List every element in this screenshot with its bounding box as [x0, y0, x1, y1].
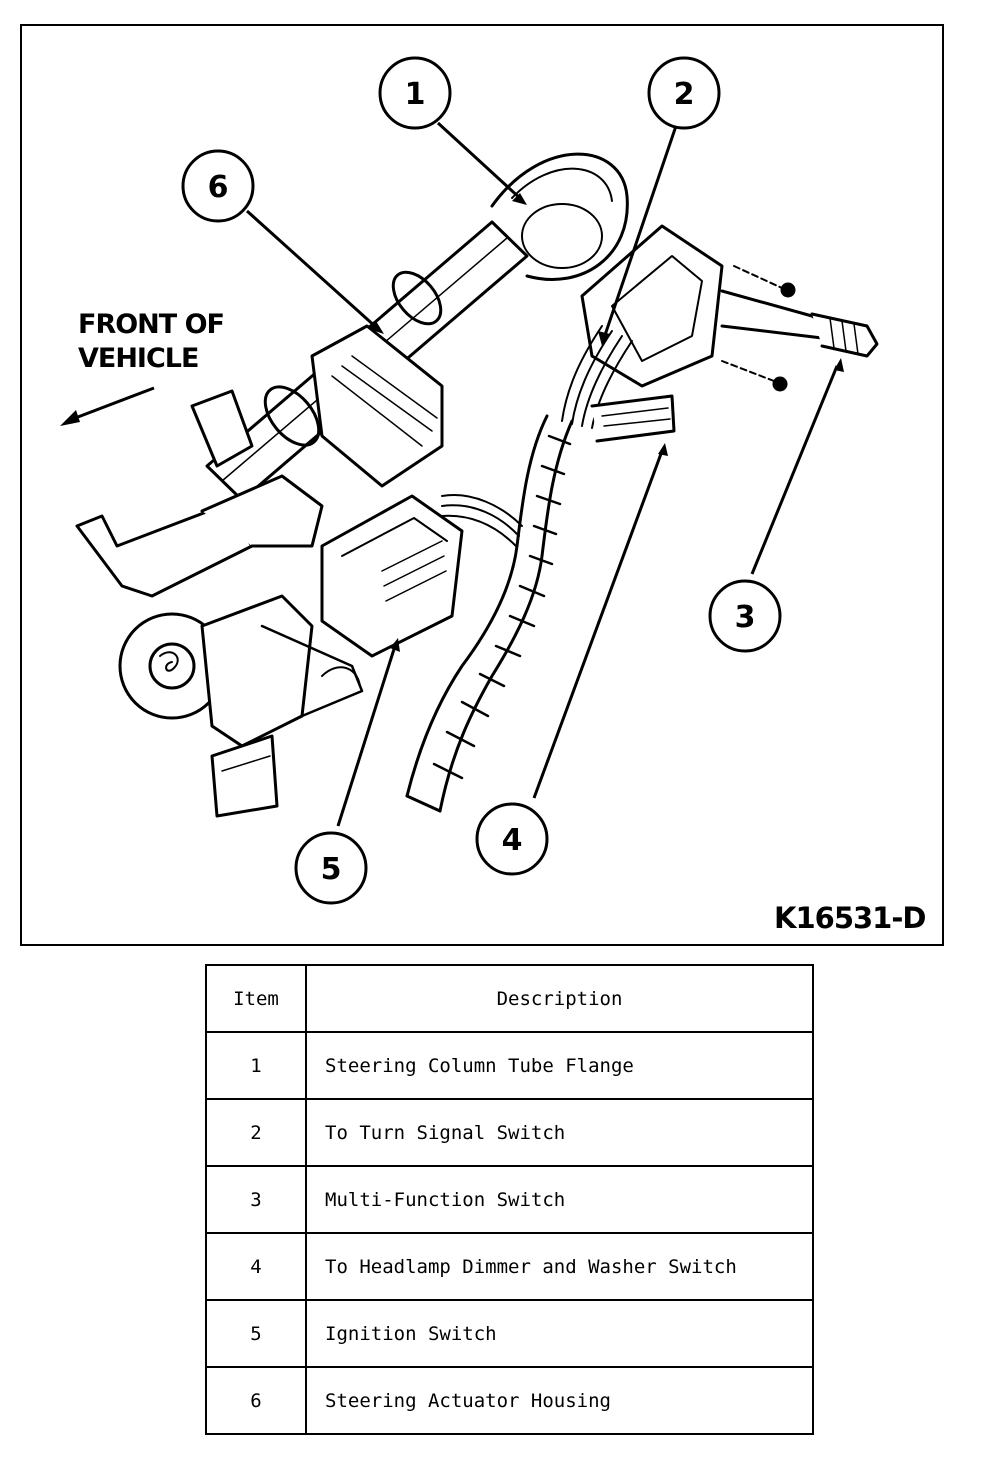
callout-4: 4 [475, 802, 549, 876]
svg-text:5: 5 [321, 852, 342, 887]
callout-1: 1 [378, 56, 452, 130]
legend-item-number: 1 [205, 1031, 307, 1100]
steering-column-figure: FRONT OF VEHICLE [20, 24, 944, 946]
legend-item-number: 2 [205, 1098, 307, 1167]
front-arrow-icon [60, 386, 155, 426]
item-column-header: Item [205, 964, 307, 1033]
legend-item-number: 5 [205, 1299, 307, 1368]
leader-line-5 [336, 645, 397, 827]
figure-id-label: K16531-D [774, 901, 925, 935]
steering-column-illustration: FRONT OF VEHICLE [60, 56, 926, 935]
legend-item-description: Steering Column Tube Flange [305, 1031, 814, 1100]
leader-line-3 [750, 365, 839, 575]
front-of-vehicle-label-line2: VEHICLE [78, 343, 198, 374]
steering-column-artwork [75, 152, 879, 818]
legend-table: Item Description 1 Steering Column Tube … [205, 964, 814, 1435]
legend-item-number: 3 [205, 1165, 307, 1234]
svg-text:3: 3 [735, 600, 756, 635]
description-column-header: Description [305, 964, 814, 1033]
leader-line-4 [532, 450, 664, 799]
legend-item-description: Ignition Switch [305, 1299, 814, 1368]
legend-item-number: 4 [205, 1232, 307, 1301]
legend-item-description: To Headlamp Dimmer and Washer Switch [305, 1232, 814, 1301]
svg-text:1: 1 [405, 77, 426, 112]
legend-row: 3 Multi-Function Switch [205, 1165, 814, 1234]
legend-row: 1 Steering Column Tube Flange [205, 1031, 814, 1100]
leader-line-6 [245, 209, 379, 330]
legend-row: 6 Steering Actuator Housing [205, 1366, 814, 1435]
callout-6: 6 [181, 149, 255, 223]
leader-arrowheads [369, 193, 844, 652]
legend-row: 2 To Turn Signal Switch [205, 1098, 814, 1167]
legend-header-row: Item Description [205, 964, 814, 1033]
callout-3: 3 [708, 579, 782, 653]
legend-item-description: Multi-Function Switch [305, 1165, 814, 1234]
callout-5: 5 [294, 831, 368, 905]
front-of-vehicle-label-line1: FRONT OF [78, 309, 224, 340]
legend-row: 5 Ignition Switch [205, 1299, 814, 1368]
leader-line-1 [436, 121, 524, 202]
legend-item-description: Steering Actuator Housing [305, 1366, 814, 1435]
svg-text:6: 6 [208, 170, 229, 205]
legend-item-number: 6 [205, 1366, 307, 1435]
svg-text:2: 2 [674, 77, 695, 112]
callout-2: 2 [647, 56, 721, 130]
legend-item-description: To Turn Signal Switch [305, 1098, 814, 1167]
svg-text:4: 4 [502, 823, 523, 858]
leader-lines [245, 121, 839, 827]
leader-line-2 [602, 122, 679, 339]
legend-row: 4 To Headlamp Dimmer and Washer Switch [205, 1232, 814, 1301]
